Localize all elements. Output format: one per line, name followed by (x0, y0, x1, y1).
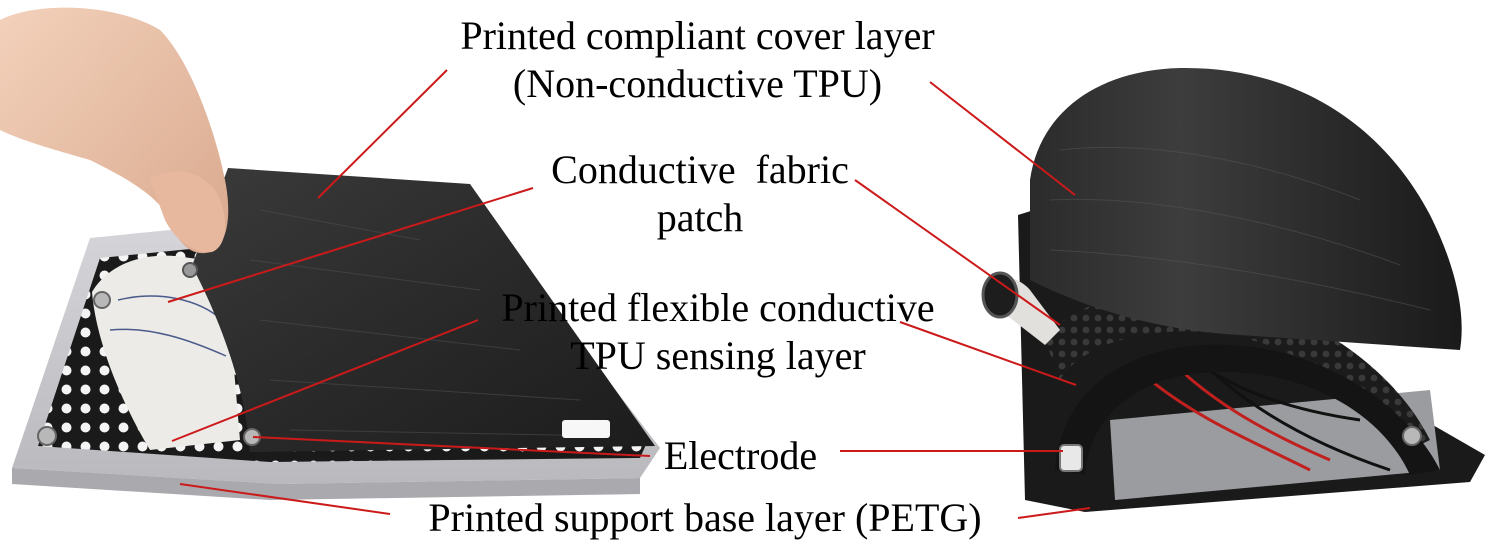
label-base-text: Printed support base layer (PETG) (428, 495, 982, 540)
label-cover-line1: Printed compliant cover layer (460, 13, 935, 58)
leader-electrode-left (252, 436, 651, 457)
label-fabric-line2: patch (656, 195, 744, 240)
aluminium-rail (1110, 390, 1440, 500)
label-cover-line2: (Non-conductive TPU) (512, 61, 883, 106)
leader-cover-left (317, 69, 448, 199)
cover-sticker (562, 420, 610, 438)
screw (1402, 426, 1422, 446)
leader-fabric-left (167, 187, 534, 303)
screw (182, 262, 198, 278)
leader-cover-right (929, 81, 1076, 196)
curved-sensing-layer (1045, 292, 1430, 452)
curved-sample-photo (981, 67, 1485, 512)
label-compliant-cover-layer: Printed compliant cover layer (Non-condu… (425, 12, 970, 108)
support-arch (1055, 344, 1440, 475)
support-base-edge (12, 468, 640, 500)
label-fabric-line1: Conductive fabric (551, 147, 849, 192)
label-conductive-fabric-patch: Conductive fabric patch (520, 146, 880, 242)
thumb (150, 171, 226, 253)
cover-layer (192, 168, 655, 452)
leader-base-right (1017, 507, 1091, 519)
screw (37, 426, 57, 446)
flat-sample-photo (0, 7, 660, 500)
label-support-base-layer: Printed support base layer (PETG) (390, 494, 1020, 542)
label-sensing-layer: Printed flexible conductive TPU sensing … (468, 284, 968, 380)
cover-texture (249, 209, 611, 437)
leader-lines (167, 69, 1091, 519)
leader-sensing-right (899, 321, 1077, 386)
leader-sensing-left (171, 319, 479, 442)
cover-dome (1030, 67, 1462, 350)
label-electrode: Electrode (648, 432, 833, 480)
label-sensing-line1: Printed flexible conductive (501, 285, 935, 330)
label-sensing-line2: TPU sensing layer (570, 333, 866, 378)
leader-fabric-right (854, 179, 1061, 326)
dome-texture (1049, 146, 1431, 311)
screw (93, 291, 111, 309)
electrode-block (1059, 444, 1083, 472)
label-electrode-text: Electrode (663, 433, 818, 478)
curled-cover-edge (981, 271, 1019, 319)
fabric-patch (92, 255, 240, 450)
leader-base-left (179, 483, 391, 515)
